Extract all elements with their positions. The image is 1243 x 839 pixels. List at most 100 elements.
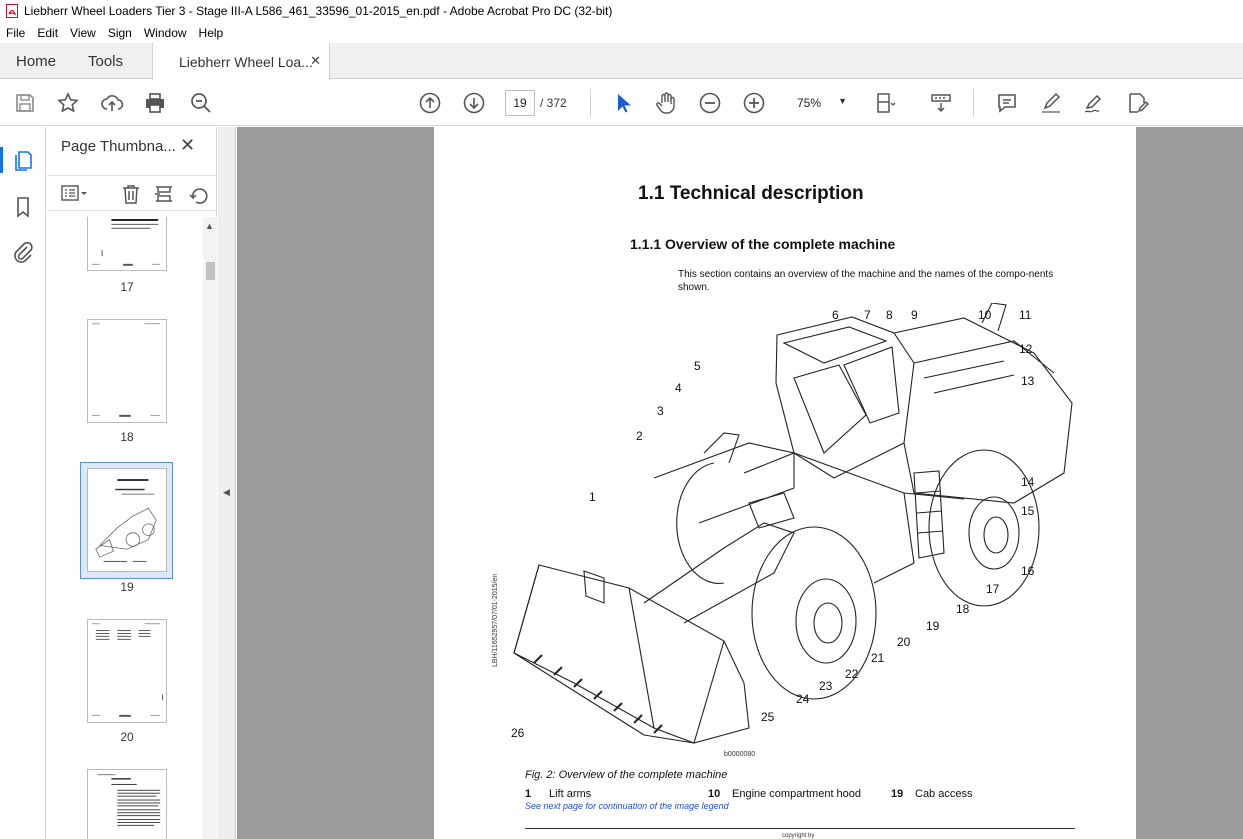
thumbnail-number: 19 [120,580,134,594]
zoom-out-icon[interactable] [698,91,722,115]
callout-13: 13 [1021,374,1035,388]
thumbnail-scrollbar[interactable]: ▲ [203,217,217,839]
insert-page-icon[interactable] [153,183,175,205]
document-canvas[interactable]: 1.1 Technical description 1.1.1 Overview… [237,127,1243,839]
menu-help[interactable]: Help [198,25,224,40]
subsection-heading: 1.1.1 Overview of the complete machine [630,236,896,252]
delete-page-icon[interactable] [120,183,142,205]
print-icon[interactable] [143,91,167,115]
thumbnail-page-selected[interactable] [87,468,167,572]
zoom-in-icon[interactable] [742,91,766,115]
thumbnail-options-icon[interactable] [60,183,87,205]
left-rail [0,127,46,839]
callout-3: 3 [657,404,664,418]
thumbnail-number: 17 [120,280,134,294]
rotate-page-icon[interactable] [187,183,209,205]
tab-document-label: Liebherr Wheel Loa... [179,53,313,70]
callout-6: 6 [832,308,839,322]
callout-16: 16 [1021,564,1035,578]
thumbnail-number: 20 [120,730,134,744]
attachment-icon[interactable] [11,240,35,264]
intro-paragraph: This section contains an overview of the… [678,269,1054,293]
legend-continuation-link[interactable]: See next page for continuation of the im… [525,801,729,811]
fill-sign-icon[interactable] [1126,91,1150,115]
thumbnail-page[interactable] [87,319,167,423]
toolbar-divider [590,89,591,117]
callout-8: 8 [886,308,893,322]
callout-14: 14 [1021,475,1035,489]
callout-12: 12 [1019,342,1033,356]
callout-24: 24 [796,692,810,706]
thumbnail-page[interactable] [87,769,167,839]
page-down-icon[interactable] [462,91,486,115]
panel-close-icon[interactable]: ✕ [180,135,196,155]
find-zoom-icon[interactable] [189,91,213,115]
callout-10: 10 [978,308,992,322]
footer-copyright: copyright by [782,833,815,839]
highlight-icon[interactable] [1039,91,1063,115]
thumbnails-panel: Page Thumbna... ✕ 17 [47,127,217,839]
panel-splitter[interactable]: ◀ [218,127,236,839]
hand-icon[interactable] [654,91,678,115]
menu-file[interactable]: File [6,25,26,40]
callout-7: 7 [864,308,871,322]
section-heading: 1.1 Technical description [638,183,864,204]
page-number-input[interactable]: 19 [505,90,535,116]
sign-icon[interactable] [1082,91,1106,115]
scrollbar-thumb[interactable] [206,262,215,280]
panel-toolbar [47,175,217,211]
callout-4: 4 [675,381,682,395]
main-toolbar: 19 / 372 75% ▼ [0,80,1243,126]
wheel-loader-illustration: 1 2 3 4 5 6 7 8 9 10 11 12 13 14 15 16 1… [511,303,1073,744]
upload-icon[interactable] [100,91,124,115]
title-bar: Liebherr Wheel Loaders Tier 3 - Stage II… [0,0,1243,22]
menu-edit[interactable]: Edit [37,25,59,40]
menu-bar: File Edit View Sign Window Help [0,22,1243,43]
callout-22: 22 [845,667,859,681]
save-icon[interactable] [13,91,37,115]
menu-window[interactable]: Window [143,25,187,40]
scroll-mode-icon[interactable] [929,91,953,115]
select-arrow-icon[interactable] [611,91,635,115]
callout-17: 17 [986,582,1000,596]
collapse-panel-icon[interactable]: ◀ [223,487,230,497]
bookmark-icon[interactable] [11,195,35,219]
callout-23: 23 [819,679,833,693]
callout-2: 2 [636,429,643,443]
thumbnail-page[interactable] [87,619,167,723]
chevron-down-icon: ▼ [838,96,847,106]
menu-sign[interactable]: Sign [107,25,132,40]
acrobat-app-icon [6,4,18,18]
figure-code: b0000080 [724,751,756,758]
tab-tools[interactable]: Tools [88,52,124,70]
comment-icon[interactable] [995,91,1019,115]
callout-18: 18 [956,602,970,616]
fit-page-icon[interactable] [874,91,898,115]
rail-active-indicator [0,147,3,173]
zoom-select[interactable]: 75% ▼ [785,90,855,116]
document-side-code: LBH/11652957/07/01-2015/en [492,573,499,667]
tab-home[interactable]: Home [16,52,57,70]
page-thumbnails-icon[interactable] [11,149,35,173]
callout-15: 15 [1021,504,1035,518]
page-up-icon[interactable] [418,91,442,115]
scroll-up-icon[interactable]: ▲ [205,221,214,231]
footer-divider [525,828,1075,829]
callout-20: 20 [897,635,911,649]
callout-19: 19 [926,619,940,633]
callout-25: 25 [761,710,775,724]
thumbnail-page[interactable] [87,217,167,271]
callout-1: 1 [589,490,596,504]
star-icon[interactable] [56,91,80,115]
thumbnail-list: 17 18 [47,217,203,839]
menu-view[interactable]: View [70,25,96,40]
pdf-page: 1.1 Technical description 1.1.1 Overview… [434,127,1136,839]
tab-close-icon[interactable]: ✕ [310,53,321,68]
page-total-label: / 372 [540,96,567,110]
tab-document[interactable]: Liebherr Wheel Loa... ✕ [152,43,330,80]
tab-bar: Home Tools Liebherr Wheel Loa... ✕ [0,43,1243,80]
toolbar-divider [973,89,974,117]
